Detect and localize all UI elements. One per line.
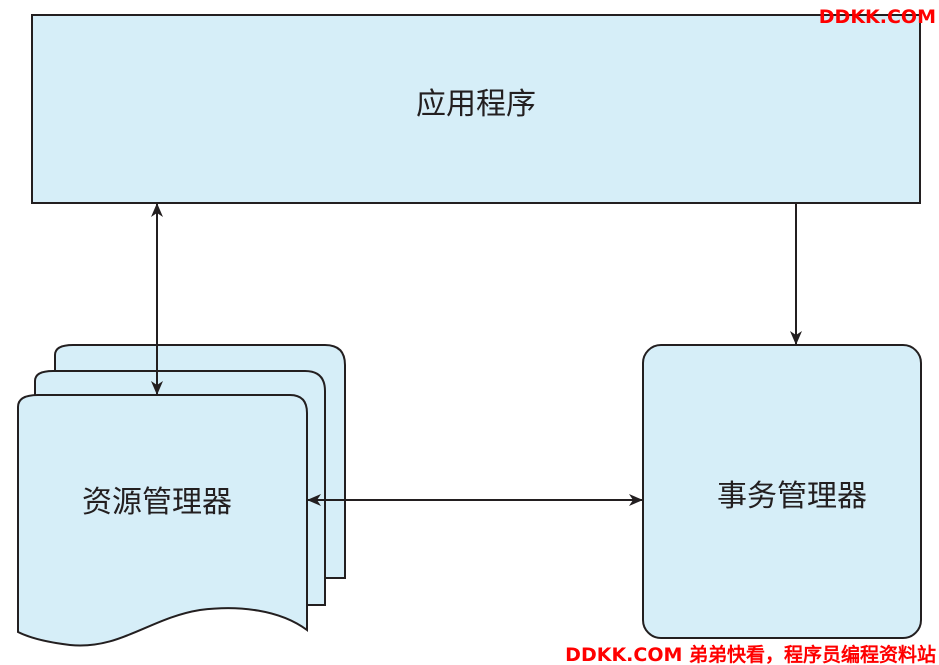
watermark-top-right: DDKK.COM <box>819 6 936 28</box>
application-box <box>31 14 921 204</box>
resource-manager-node: 资源管理器 <box>17 344 346 647</box>
resource-manager-label: 资源管理器 <box>82 485 232 520</box>
application-node: 应用程序 <box>31 14 921 204</box>
application-label: 应用程序 <box>416 87 536 122</box>
transaction-manager-label: 事务管理器 <box>717 479 867 514</box>
transaction-manager-node: 事务管理器 <box>642 344 922 639</box>
watermark-bottom-right: DDKK.COM 弟弟快看，程序员编程资料站 <box>565 643 936 665</box>
resource-manager-document <box>17 394 308 647</box>
transaction-manager-box <box>642 344 922 639</box>
